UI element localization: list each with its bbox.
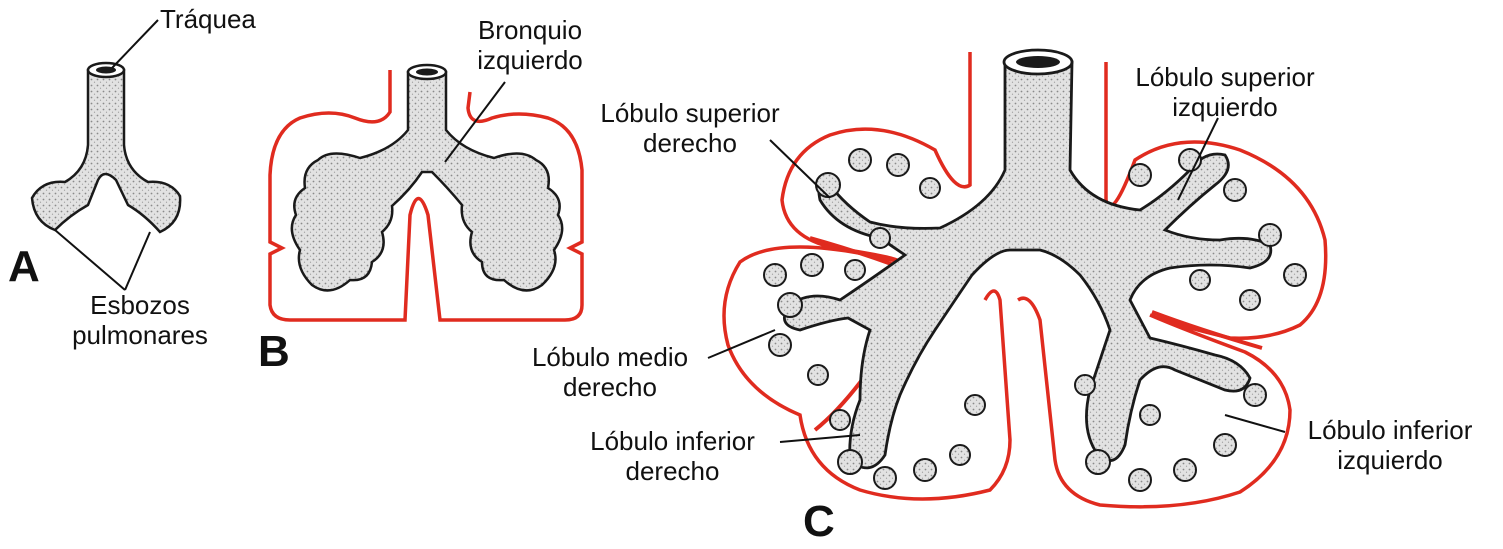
label-inf-der-line1: Lóbulo inferior	[565, 426, 780, 456]
label-traquea: Tráquea	[160, 4, 256, 34]
label-bronquio-line1: Bronquio	[455, 15, 605, 45]
label-lobulo-medio-derecho: Lóbulo medio derecho	[515, 342, 705, 402]
panel-label-b: B	[258, 330, 290, 374]
label-sup-der-line1: Lóbulo superior	[585, 98, 795, 128]
panel-label-a: A	[8, 245, 40, 289]
panel-label-c: C	[803, 500, 835, 544]
leader-esbozos-left	[55, 230, 125, 290]
leader-inf-izq	[1225, 415, 1285, 432]
leader-bronquio	[445, 82, 505, 162]
label-medio-der-line2: derecho	[515, 372, 705, 402]
panel-a-lung-buds	[32, 63, 180, 232]
label-bronquio-izquierdo: Bronquio izquierdo	[455, 15, 605, 75]
leader-traquea	[112, 20, 158, 68]
label-lobulo-superior-izquierdo: Lóbulo superior izquierdo	[1120, 62, 1330, 122]
label-inf-izq-line1: Lóbulo inferior	[1285, 415, 1495, 445]
label-inf-izq-line2: izquierdo	[1285, 445, 1495, 475]
label-lobulo-inferior-izquierdo: Lóbulo inferior izquierdo	[1285, 415, 1495, 475]
label-esbozos-pulmonares: Esbozos pulmonares	[60, 290, 220, 350]
label-lobulo-superior-derecho: Lóbulo superior derecho	[585, 98, 795, 158]
label-esbozos-line1: Esbozos	[60, 290, 220, 320]
label-sup-izq-line1: Lóbulo superior	[1120, 62, 1330, 92]
panel-b-bronchi	[270, 65, 582, 320]
label-sup-der-line2: derecho	[585, 128, 795, 158]
leader-medio-der	[708, 330, 775, 358]
leader-inf-der	[780, 435, 860, 442]
label-inf-der-line2: derecho	[565, 456, 780, 486]
label-lobulo-inferior-derecho: Lóbulo inferior derecho	[565, 426, 780, 486]
panel-a-trachea-bud	[32, 70, 180, 232]
leader-esbozos-right	[125, 232, 150, 290]
panel-b-bronchial-tree	[292, 72, 562, 290]
label-sup-izq-line2: izquierdo	[1120, 92, 1330, 122]
label-esbozos-line2: pulmonares	[60, 320, 220, 350]
label-medio-der-line1: Lóbulo medio	[515, 342, 705, 372]
label-bronquio-line2: izquierdo	[455, 45, 605, 75]
